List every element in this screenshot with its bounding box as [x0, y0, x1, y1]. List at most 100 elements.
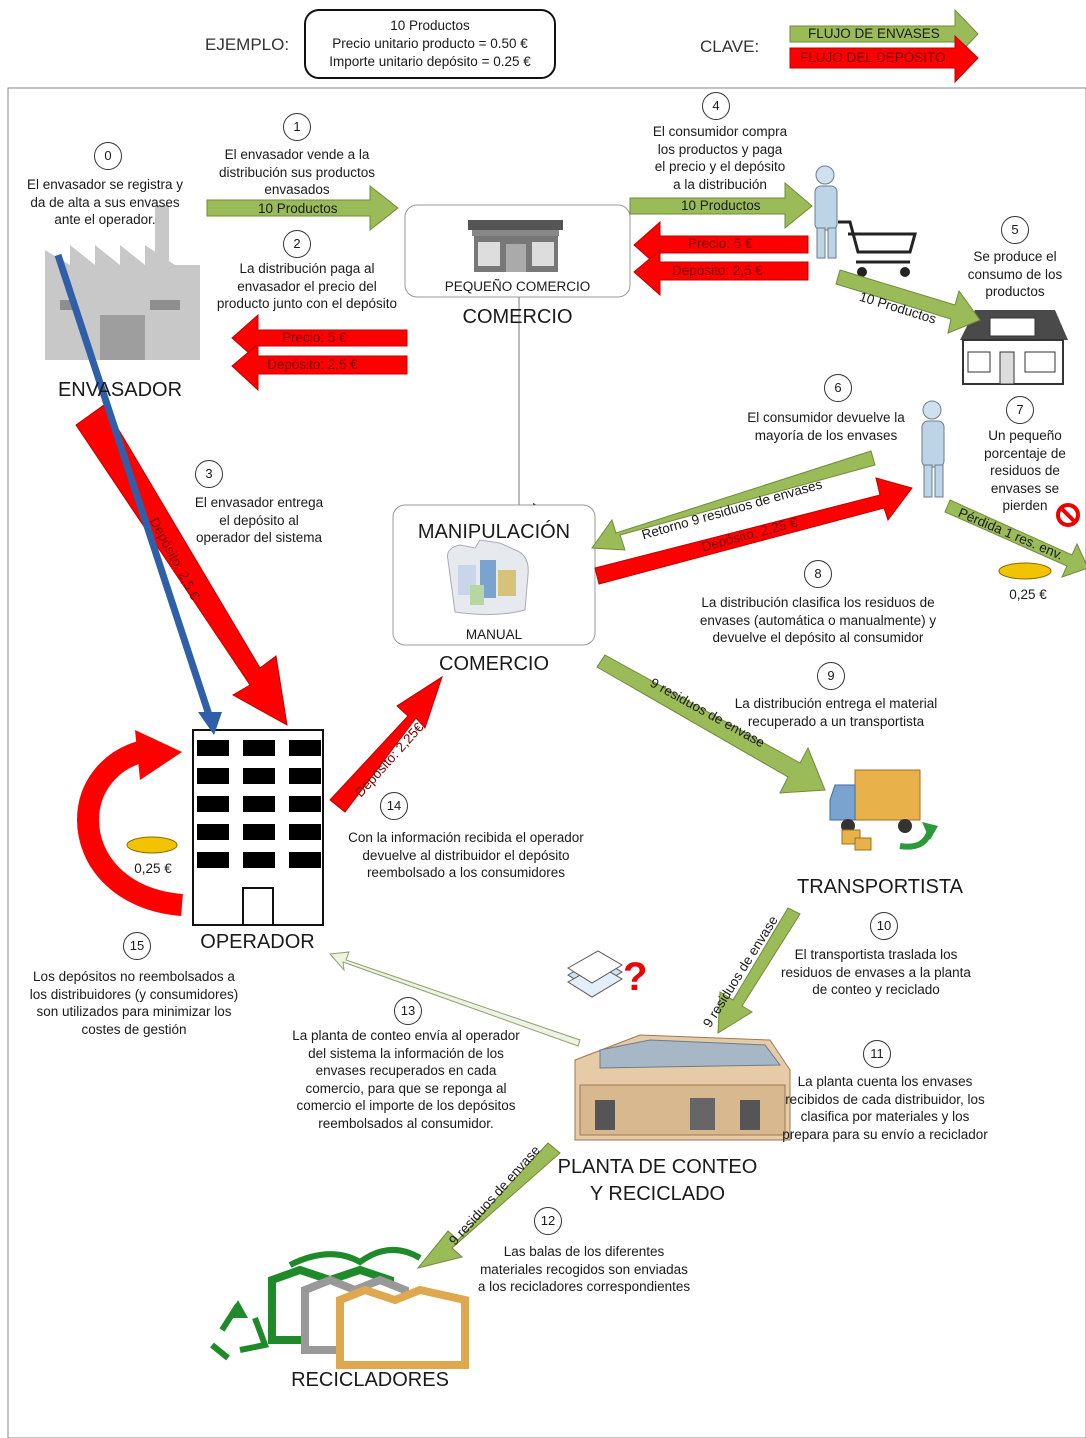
- key-red-arrow: [789, 34, 979, 84]
- label-precio-4: Precio: 5 €: [688, 236, 753, 251]
- step-0-text-line: da de alta a sus envases: [30, 194, 180, 210]
- example-line-3: Importe unitario depósito = 0.25 €: [329, 54, 531, 69]
- step-number-2: 2: [283, 230, 311, 258]
- question-mark-icon: ?: [623, 955, 648, 999]
- step-9-text-line: recuperado a un transportista: [747, 713, 925, 729]
- step-number-10: 10: [870, 912, 898, 940]
- arrow-precio-2: [231, 313, 408, 363]
- step-number-7: 7: [1006, 396, 1034, 424]
- example-line-1: 10 Productos: [390, 18, 470, 33]
- step-number-11: 11: [863, 1040, 891, 1068]
- comercio-mid-label: COMERCIO: [439, 653, 549, 675]
- operador-label: OPERADOR: [200, 931, 315, 953]
- arrow-productos-1: [206, 184, 399, 232]
- step-12-text-line: a los recicladores correspondientes: [477, 1279, 691, 1294]
- step-11-text-line: prepara para su envío a reciclador: [782, 1126, 988, 1142]
- step-8-text-line: envases (automática o manualmente) y: [699, 612, 937, 628]
- step-7-text-line: residuos de: [990, 463, 1060, 478]
- truck-icon: [829, 769, 938, 851]
- step-12-text-line: Las balas de los diferentes: [503, 1244, 665, 1259]
- step-3-text-line: el depósito al: [219, 512, 299, 528]
- arrow-deposito-4: [633, 248, 809, 297]
- arrow-residuos-9: [596, 654, 826, 794]
- step-0-text-line: ante el operador.: [54, 212, 156, 227]
- key-green-text: FLUJO DE ENVASES: [808, 26, 940, 41]
- step-15-text-line: costes de gestión: [81, 1021, 187, 1037]
- step-12-text-line: materiales recogidos son enviadas: [480, 1261, 688, 1277]
- step-5-text-line: productos: [985, 284, 1045, 299]
- diagram-frame: [7, 87, 1086, 1438]
- step-11-text-line: La planta cuenta los envases: [797, 1074, 973, 1089]
- step-4-text-line: los productos y paga: [657, 141, 783, 157]
- step-13-text-line: envases recuperados en cada: [315, 1063, 497, 1078]
- step-7-text-line: pierden: [1002, 498, 1048, 513]
- step-number-0: 0: [94, 142, 122, 170]
- consumer-icon: [921, 400, 945, 498]
- step-13-text-line: del sistema la información de los: [308, 1045, 504, 1061]
- example-label: EJEMPLO:: [205, 35, 290, 54]
- step-1-text-line: envasados: [264, 182, 330, 197]
- step-6-text-line: mayoría de los envases: [754, 427, 898, 443]
- step-13-text-line: La planta de conteo envía al operador: [292, 1028, 520, 1043]
- arrow-residuos-10: [717, 907, 801, 1034]
- label-deposito-2: Depósito: 2,5 €: [267, 357, 358, 372]
- comercio-top-sub-label: PEQUEÑO COMERCIO: [444, 279, 591, 294]
- example-box: [304, 9, 556, 79]
- step-13-text-line: reembolsados al consumidor.: [318, 1115, 494, 1131]
- step-number-9: 9: [817, 662, 845, 690]
- plant-building-icon: [574, 1034, 791, 1141]
- step-number-14: 14: [380, 792, 408, 820]
- building-icon: [192, 729, 324, 926]
- arrow-residuos-12: [416, 1142, 561, 1269]
- step-8-text-line: devuelve el depósito al consumidor: [712, 630, 924, 645]
- step-number-15: 15: [123, 932, 151, 960]
- manual-label: MANUAL: [465, 627, 523, 642]
- step-4-text-line: El consumidor compra: [652, 124, 788, 139]
- planta-label-2: Y RECICLADO: [589, 1183, 726, 1205]
- key-label: CLAVE:: [700, 37, 760, 56]
- step-14-text-line: devuelve al distribuidor el depósito: [362, 847, 570, 863]
- step-15-text-line: los distribuidores (y consumidores): [29, 986, 239, 1002]
- step-4-text-line: el precio y el depósito: [654, 159, 786, 174]
- step-number-12: 12: [534, 1207, 562, 1235]
- coin-icon-15: [126, 836, 178, 854]
- step-2-text-line: La distribución paga al: [239, 261, 375, 276]
- bag-icon: [447, 539, 529, 616]
- step-7-text-line: envases se: [990, 480, 1060, 496]
- step-5-text-line: Se produce el: [973, 249, 1057, 264]
- step-4-text-line: a la distribución: [673, 176, 767, 192]
- label-coin-15: 0,25 €: [134, 861, 172, 876]
- step-3-text-line: operador del sistema: [195, 530, 323, 545]
- label-productos-4: 10 Productos: [681, 198, 761, 213]
- envasador-label: ENVASADOR: [57, 379, 183, 401]
- step-15-text-line: Los depósitos no reembolsados a: [33, 969, 235, 984]
- step-2-text-line: envasador el precio del: [237, 278, 377, 294]
- step-7-text-line: Un pequeño: [988, 428, 1062, 443]
- label-deposito-4: Depósito: 2,5 €: [672, 263, 763, 278]
- label-productos-1: 10 Productos: [258, 201, 338, 216]
- step-13-text-line: comercio el importe de los depósitos: [296, 1098, 516, 1113]
- key-red-text: FLUJO DEL DEPÓSITO: [800, 50, 946, 65]
- arrow-deposito-2: [231, 342, 408, 392]
- documents-icon: [567, 950, 623, 998]
- step-number-13: 13: [394, 997, 422, 1025]
- arrow-deposito-14: [329, 675, 443, 813]
- step-number-4: 4: [702, 92, 730, 120]
- comercio-top-label: COMERCIO: [462, 306, 573, 328]
- step-15-text-line: son utilizados para minimizar los: [36, 1004, 232, 1019]
- step-14-text-line: Con la información recibida el operador: [348, 830, 584, 845]
- shop-icon: [468, 220, 563, 272]
- circular-return-arrow: [76, 730, 184, 916]
- step-6-text-line: El consumidor devuelve la: [747, 410, 905, 425]
- step-number-5: 5: [1001, 216, 1029, 244]
- step-10-text-line: residuos de envases a la planta: [781, 964, 971, 980]
- example-line-2: Precio unitario producto = 0.50 €: [332, 36, 528, 51]
- recycler-factories-icon: [268, 1246, 469, 1369]
- consumer-with-cart-icon: [814, 165, 917, 277]
- step-8-text-line: La distribución clasifica los residuos d…: [701, 595, 935, 610]
- step-1-text-line: distribución sus productos: [218, 164, 376, 180]
- arrow-info-13: [328, 951, 581, 1047]
- arrow-deposito-8: [594, 477, 913, 585]
- step-number-8: 8: [804, 560, 832, 588]
- step-3-text-line: El envasador entrega: [194, 495, 324, 510]
